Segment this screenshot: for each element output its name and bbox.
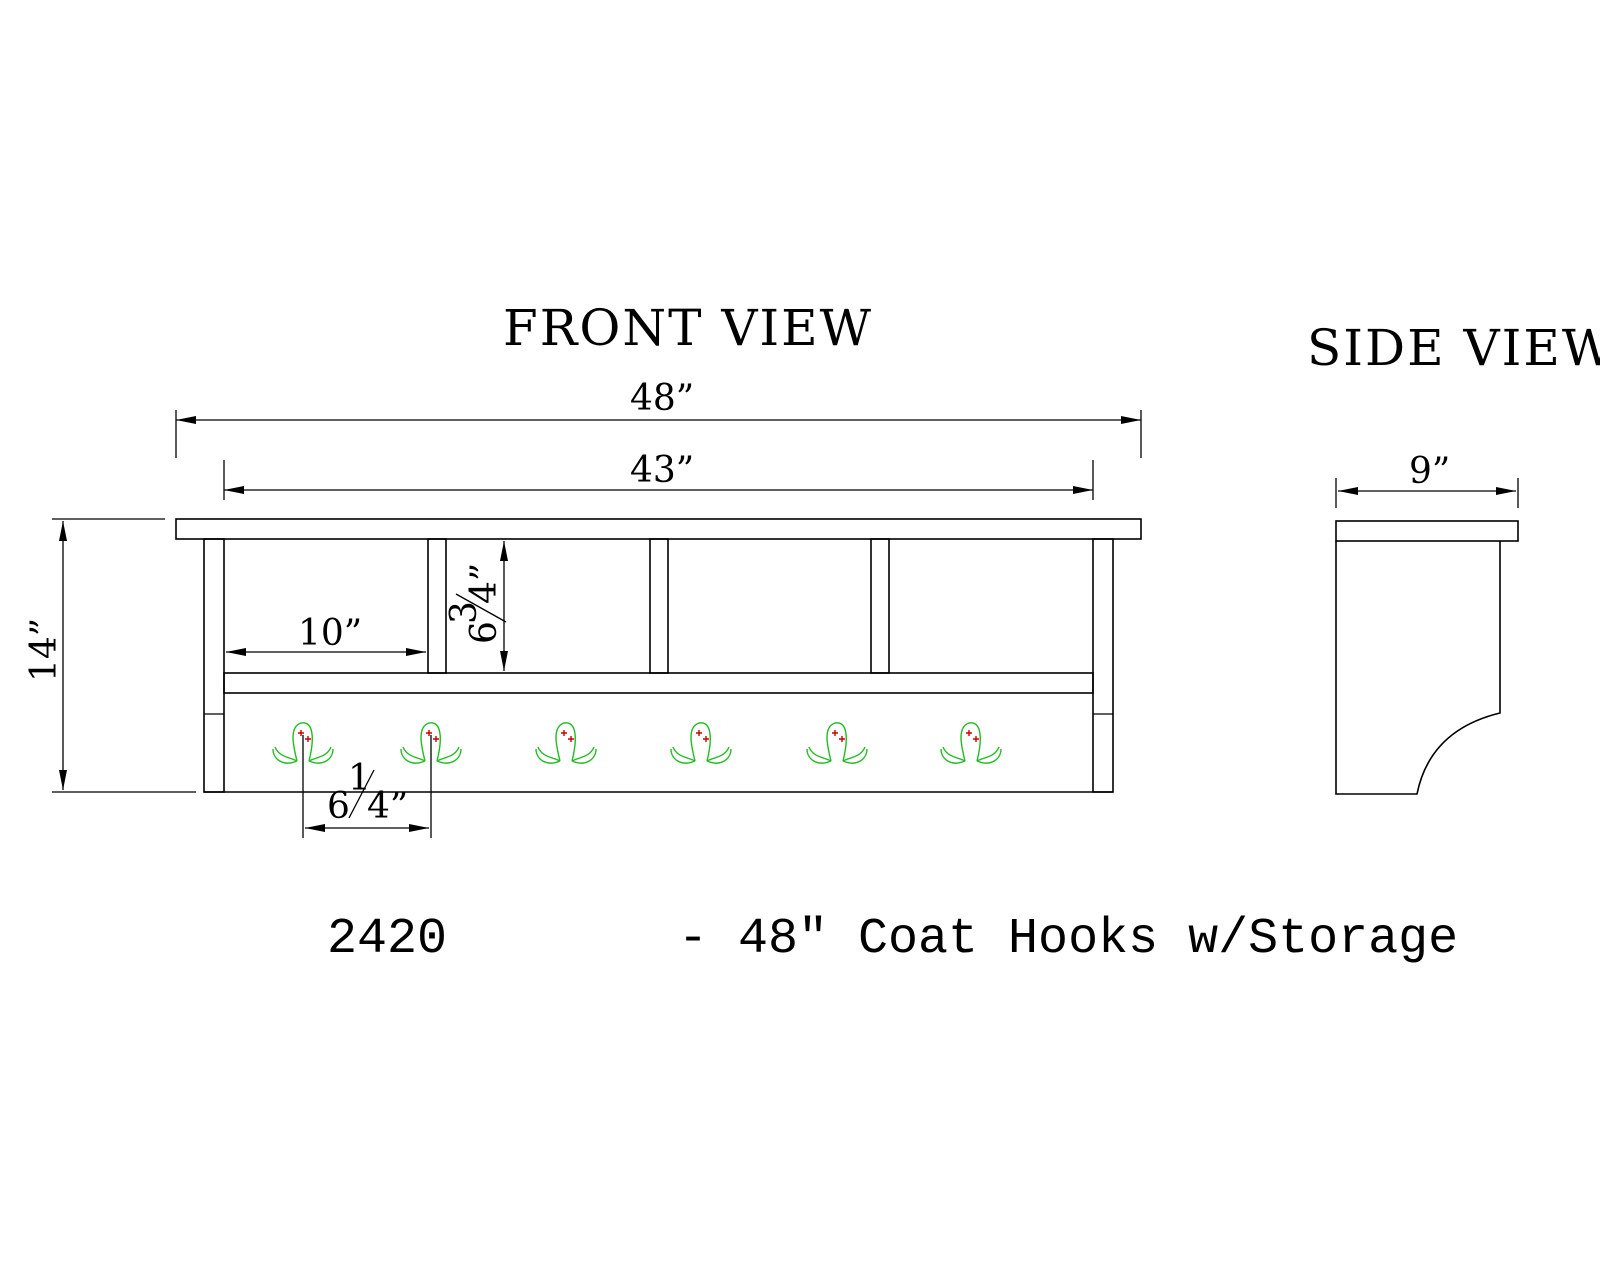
divider-2 [649, 538, 669, 674]
cubby-shelf [223, 672, 1094, 694]
side-view-title: SIDE VIEW [1307, 319, 1600, 377]
screw-icon [832, 730, 838, 736]
screw-icon [966, 730, 972, 736]
overall-width-label: 48” [630, 378, 694, 419]
dimension-inner-width: 43” [223, 450, 1094, 500]
dimension-cubby-height: 6 3 4” [444, 541, 508, 671]
top-shelf [175, 518, 1142, 540]
side-view: 9” [1335, 451, 1519, 795]
coat-hook-icon [272, 722, 334, 764]
cubby-height-whole: 6 [464, 621, 505, 644]
side-top-shelf [1335, 520, 1519, 542]
screw-icon [568, 736, 574, 742]
side-bracket [1335, 541, 1501, 795]
right-side-panel [1092, 538, 1114, 793]
left-side-panel [203, 538, 225, 793]
screw-icon [426, 730, 432, 736]
coat-hook-icon [940, 722, 1002, 764]
screw-icon [839, 736, 845, 742]
front-view: 48” 43” 10” [24, 378, 1142, 838]
screw-icon [433, 736, 439, 742]
divider-3 [870, 538, 890, 674]
screw-icon [696, 730, 702, 736]
model-number: 2420 [327, 911, 447, 968]
cubby-height-frac-den: 4” [464, 563, 505, 604]
screw-icon [703, 736, 709, 742]
dimension-depth: 9” [1335, 451, 1519, 508]
depth-label: 9” [1409, 451, 1450, 492]
dimension-height: 14” [24, 518, 196, 793]
coat-hooks [272, 722, 1002, 764]
hook-spacing-whole: 6 [327, 786, 350, 827]
coat-hook-icon [806, 722, 868, 764]
front-view-title: FRONT VIEW [503, 299, 873, 357]
coat-hook-icon [670, 722, 732, 764]
inner-width-label: 43” [630, 450, 694, 491]
cubby-width-label: 10” [298, 613, 362, 654]
dimension-hook-spacing: 6 1 4” [302, 735, 432, 838]
product-description: - 48" Coat Hooks w/Storage [678, 911, 1458, 968]
screw-icon [973, 736, 979, 742]
height-label: 14” [24, 618, 65, 682]
dimension-overall-width: 48” [175, 378, 1142, 458]
screw-icon [561, 730, 567, 736]
hook-spacing-frac-den: 4” [367, 786, 408, 827]
dimension-cubby-width: 10” [226, 613, 426, 656]
coat-hook-icon [535, 722, 597, 764]
hook-spacing-frac-num: 1 [348, 758, 371, 799]
screw-icon [305, 736, 311, 742]
screw-icon [298, 730, 304, 736]
coat-hook-icon [400, 722, 462, 764]
cubby-height-frac-num: 3 [444, 601, 485, 624]
